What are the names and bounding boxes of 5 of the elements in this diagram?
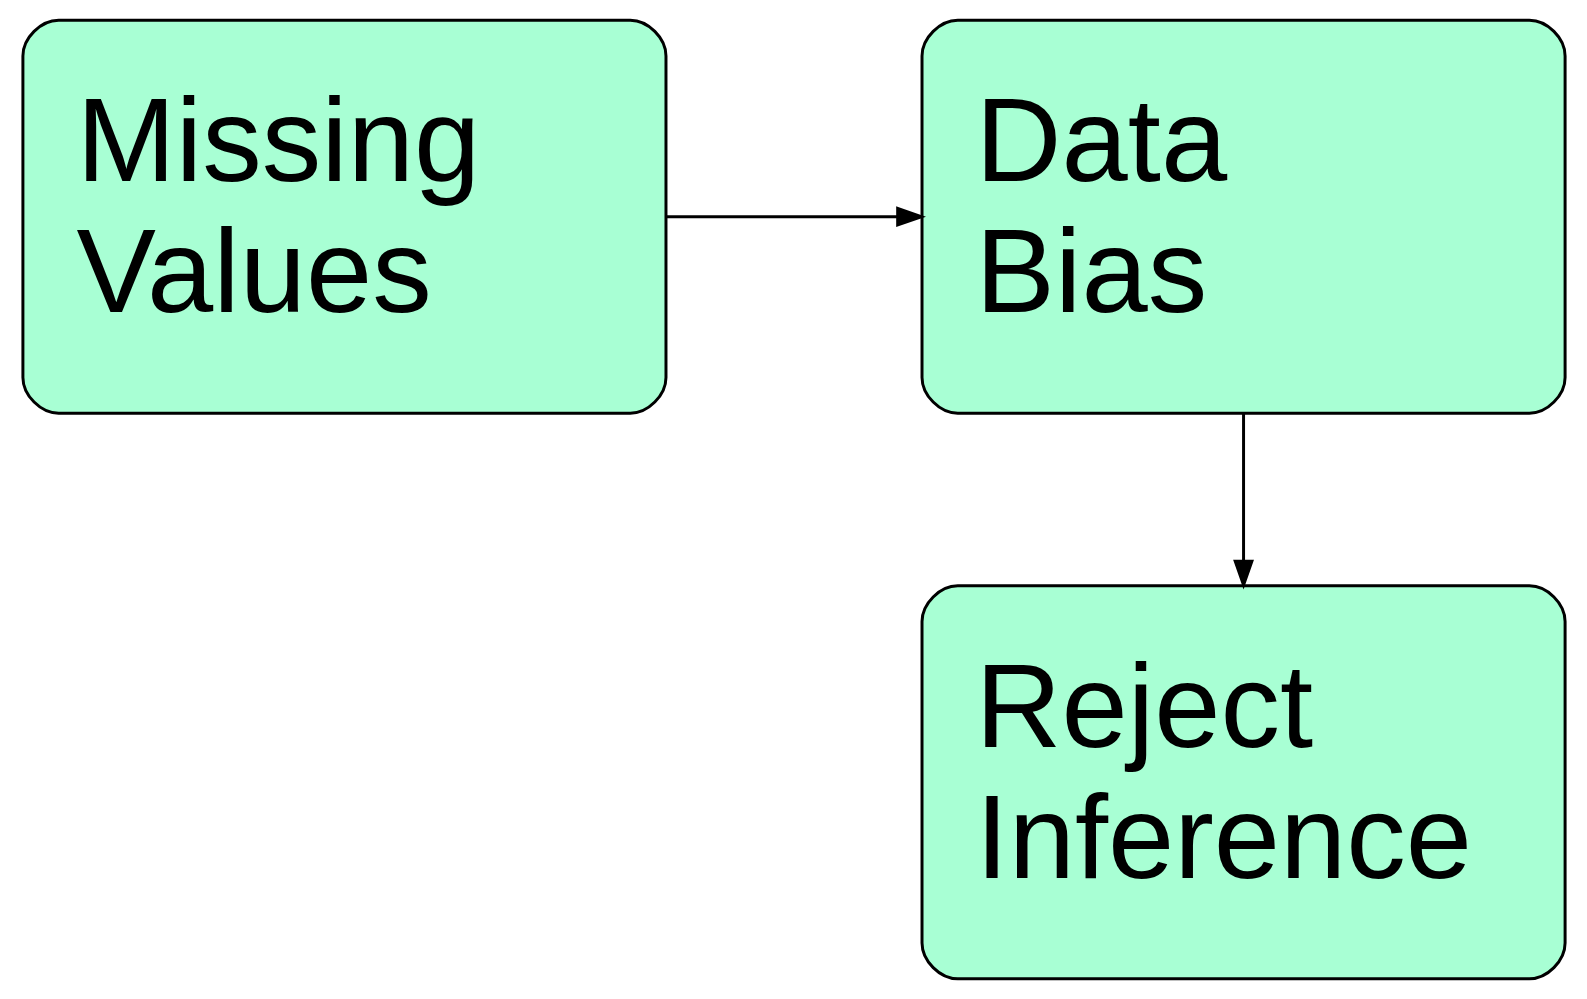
node-box: Data Bias: [920, 18, 1567, 415]
node-box: Missing Values: [20, 18, 667, 415]
arrow: [666, 206, 926, 228]
node-box: Reject Inference: [920, 584, 1567, 981]
arrow: [1232, 413, 1254, 590]
